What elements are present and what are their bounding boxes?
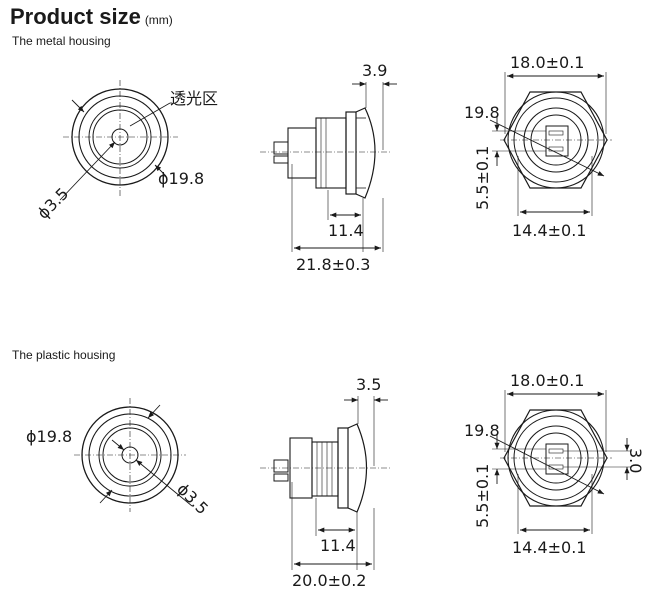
plastic-front-view: ϕ19.8 ϕ3.5 (26, 398, 212, 518)
metal-housing-label: The metal housing (12, 34, 111, 48)
plastic-body-dia-label: 14.4±0.1 (512, 538, 586, 557)
plastic-thread-len-label: 11.4 (320, 536, 356, 555)
metal-front-light-dia: ϕ3.5 (33, 184, 72, 223)
plastic-head-thick-label: 3.5 (356, 375, 381, 394)
plastic-terminal-pitch-label: 5.5±0.1 (473, 464, 492, 528)
metal-light-zone-label: 透光区 (170, 89, 218, 108)
title-text: Product size (10, 4, 141, 29)
metal-thread-len-label: 11.4 (328, 221, 364, 240)
plastic-flange-dia-label: 19.8 (464, 421, 500, 440)
plastic-hex-width-label: 18.0±0.1 (510, 371, 584, 390)
metal-side-view: 3.9 11.4 21.8±0.3 (260, 61, 397, 274)
metal-rear-view: 18.0±0.1 14.4±0.1 19.8 5.5±0.1 (464, 53, 612, 240)
title-unit: (mm) (144, 13, 173, 27)
plastic-side-view: 3.5 11.4 20.0±0.2 (260, 375, 390, 590)
plastic-front-outer-dia: ϕ19.8 (26, 427, 72, 446)
metal-terminal-pitch-label: 5.5±0.1 (473, 146, 492, 210)
page-title: Product size(mm) (10, 4, 173, 30)
plastic-terminal-gap-label: 3.0 (626, 448, 645, 473)
metal-front-outer-dia: ϕ19.8 (158, 169, 204, 188)
plastic-rear-view: 18.0±0.1 14.4±0.1 19.8 5.5±0.1 3.0 (464, 371, 645, 557)
metal-body-dia-label: 14.4±0.1 (512, 221, 586, 240)
metal-hex-width-label: 18.0±0.1 (510, 53, 584, 72)
metal-total-len-label: 21.8±0.3 (296, 255, 370, 274)
plastic-total-len-label: 20.0±0.2 (292, 571, 366, 590)
metal-head-thick-label: 3.9 (362, 61, 387, 80)
metal-flange-dia-label: 19.8 (464, 103, 500, 122)
plastic-housing-label: The plastic housing (12, 348, 116, 362)
plastic-front-light-dia: ϕ3.5 (173, 479, 212, 518)
metal-front-view: 透光区 ϕ19.8 ϕ3.5 (33, 80, 218, 223)
